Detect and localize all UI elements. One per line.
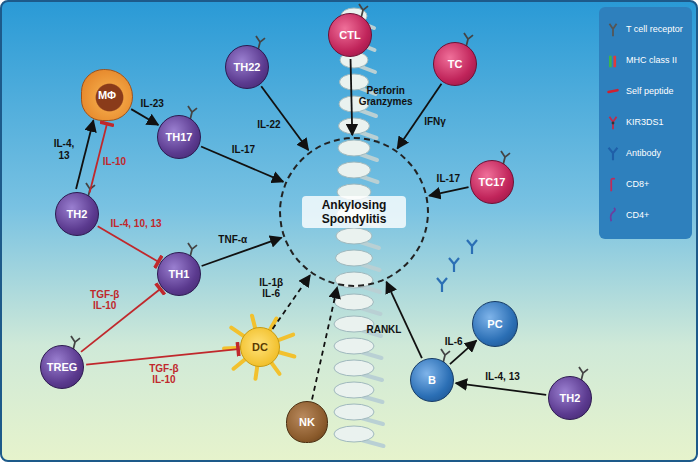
cytokine-label: IL-17 — [437, 173, 460, 185]
cytokine-label: IL-10 — [103, 156, 126, 168]
cytokine-label: IL-4, 13 — [485, 371, 519, 383]
signal-arrow — [76, 120, 93, 189]
legend-icon — [603, 146, 623, 162]
tc17-cell: TC17 — [470, 160, 514, 204]
signal-arrow — [351, 59, 353, 135]
plasma-cell: PC — [472, 301, 518, 347]
cytokine-label: IL-23 — [141, 98, 164, 110]
legend-entry: Self peptide — [603, 84, 688, 100]
th22-cell: TH22 — [225, 45, 269, 89]
cytokine-label: RANKL — [366, 324, 401, 336]
legend-label: CD8+ — [626, 180, 649, 190]
cytokine-label: IL-17 — [232, 144, 255, 156]
legend-label: Self peptide — [626, 87, 674, 97]
cytokine-label: IL-1β IL-6 — [254, 277, 288, 300]
legend-label: CD4+ — [626, 211, 649, 221]
cytokine-label: TGF-β IL-10 — [144, 363, 184, 386]
vertebra — [334, 360, 374, 376]
cell-label: Ankylosing Spondylitis — [302, 196, 406, 229]
antibody-symbol — [449, 258, 459, 272]
legend-icon — [603, 115, 623, 131]
vertebra — [336, 228, 372, 244]
macrophage-cell: MΦ — [81, 69, 133, 121]
cell-label: B — [428, 374, 436, 386]
cell-label: TH22 — [234, 61, 261, 73]
legend-label: Antibody — [626, 149, 661, 159]
antibody-symbol — [467, 240, 477, 254]
vertebra — [339, 118, 370, 134]
th2-cell: TH2 — [55, 192, 99, 236]
legend-icon — [603, 53, 623, 69]
cell-label: DC — [252, 341, 268, 353]
legend-panel: T cell receptorMHC class II Self peptideK… — [599, 7, 692, 239]
tc-cell: TC — [433, 42, 477, 86]
cytokine-label: Perforin Granzymes — [356, 85, 416, 108]
th1-cell: TH1 — [157, 252, 201, 296]
th2-cell: TH2 — [548, 376, 592, 420]
legend-icon — [603, 22, 623, 38]
b-cell: B — [410, 358, 454, 402]
legend-entry: MHC class II — [603, 53, 688, 69]
legend-entry: CD4+ — [603, 207, 688, 223]
vertebra — [336, 250, 373, 266]
th17-cell: TH17 — [157, 115, 201, 159]
cell-label: NK — [299, 416, 315, 428]
legend-label: T cell receptor — [626, 25, 683, 35]
cytokine-label: TNF-α — [218, 234, 247, 246]
cytokine-label: IL-6 — [445, 336, 463, 348]
vertebra — [334, 404, 374, 420]
treg-cell: TREG — [40, 345, 85, 390]
cytokine-label: IL-22 — [257, 119, 280, 131]
legend-label: KIR3DS1 — [626, 118, 664, 128]
inhibition-line — [86, 349, 238, 364]
legend-entry: T cell receptor — [603, 22, 688, 38]
cell-label: TC — [448, 58, 463, 70]
cell-label: CTL — [339, 29, 360, 41]
signal-arrow — [386, 282, 421, 358]
cell-label: TREG — [47, 361, 78, 373]
disease-circle: Ankylosing Spondylitis — [279, 137, 429, 287]
cell-label: TH1 — [169, 268, 190, 280]
cell-label: TH2 — [67, 208, 88, 220]
inhibition-line — [98, 226, 159, 262]
legend-icon — [603, 177, 623, 193]
vertebra — [338, 140, 370, 156]
signal-arrow — [429, 187, 468, 196]
vertebra — [334, 382, 374, 398]
dendrite-arms — [224, 316, 294, 379]
cytokine-label: IL-4, 10, 13 — [111, 218, 162, 230]
vertebra — [340, 74, 369, 90]
vertebra — [334, 426, 374, 442]
legend-entry: CD8+ — [603, 177, 688, 193]
vertebra — [335, 294, 374, 310]
cytokine-label: TGF-β IL-10 — [85, 289, 125, 312]
antibody-symbol — [437, 278, 447, 292]
cytokine-label: IFNγ — [424, 116, 446, 128]
vertebra — [334, 338, 374, 354]
signal-arrow — [312, 287, 337, 399]
cell-label: PC — [487, 318, 502, 330]
cytokine-label: IL-4, 13 — [49, 138, 79, 161]
nk-cell: NK — [286, 401, 328, 443]
ctl-cell: CTL — [328, 13, 372, 57]
legend-icon — [603, 207, 623, 223]
legend-entry: KIR3DS1 — [603, 115, 688, 131]
inhibition-line — [81, 289, 160, 352]
cell-label: TH2 — [560, 392, 581, 404]
cell-label: TC17 — [479, 176, 506, 188]
cell-label: MΦ — [98, 89, 116, 101]
vertebra — [338, 162, 371, 178]
dendritic-cell: DC — [240, 327, 280, 367]
legend-entry: Antibody — [603, 146, 688, 162]
legend-icon — [603, 84, 623, 100]
signal-arrow — [261, 86, 308, 150]
legend-label: MHC class II — [626, 56, 677, 66]
signal-arrow — [131, 109, 158, 125]
signal-arrow — [456, 383, 546, 395]
cell-label: TH17 — [166, 131, 193, 143]
